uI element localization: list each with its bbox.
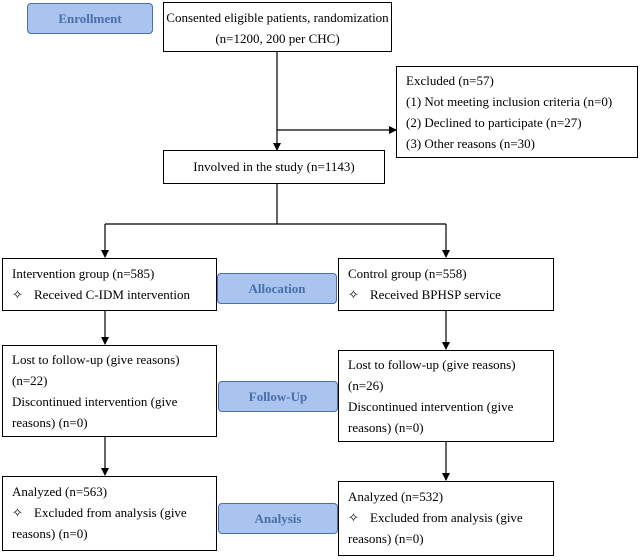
stage-label-follow-up: Follow-Up [218,381,338,412]
stage-label-allocation: Allocation [217,273,337,304]
excluded-box: Excluded (n=57) (1) Not meeting inclusio… [396,66,638,158]
intervention-analyzed-title: Analyzed (n=563) [12,484,108,499]
intervention-analysis-text-1: Excluded from analysis (give [34,505,187,520]
followup-line: Lost to follow-up (give reasons) [348,357,516,372]
followup-line: (n=26) [348,378,384,393]
stage-label-analysis: Analysis [218,503,338,534]
control-analysis-text-2: reasons) (n=0) [348,531,424,546]
excluded-reason: (2) Declined to participate (n=27) [406,115,582,130]
followup-line: Discontinued intervention (give [12,394,178,409]
control-analysis-box: Analyzed (n=532) ✧ Excluded from analysis… [338,481,554,556]
intervention-followup-box: Lost to follow-up (give reasons) (n=22) … [2,345,217,437]
diamond-bullet-icon: ✧ [348,510,359,525]
followup-line: (n=22) [12,373,48,388]
enrollment-line-1: Consented eligible patients, randomizati… [166,10,389,25]
involved-text: Involved in the study (n=1143) [193,159,355,174]
followup-line: Discontinued intervention (give [348,399,514,414]
involved-box: Involved in the study (n=1143) [163,150,385,184]
control-allocation-box: Control group (n=558) ✧ Received BPHSP se… [338,258,554,311]
control-group-title: Control group (n=558) [348,266,467,281]
diamond-bullet-icon: ✧ [12,287,23,302]
followup-line: reasons) (n=0) [348,420,424,435]
intervention-analysis-item: ✧ Excluded from analysis (give [12,502,216,523]
intervention-analysis-box: Analyzed (n=563) ✧ Excluded from analysis… [2,476,217,551]
followup-line: Lost to follow-up (give reasons) [12,352,180,367]
enrollment-box: Consented eligible patients, randomizati… [163,2,392,52]
intervention-allocation-item: ✧ Received C-IDM intervention [12,284,216,305]
intervention-allocation-box: Intervention group (n=585) ✧ Received C-I… [2,258,217,311]
intervention-allocation-text: Received C-IDM intervention [34,287,190,302]
control-analysis-text-1: Excluded from analysis (give [370,510,523,525]
control-followup-box: Lost to follow-up (give reasons) (n=26) … [338,350,554,442]
excluded-title: Excluded (n=57) [406,73,494,88]
control-analyzed-title: Analyzed (n=532) [348,489,444,504]
control-allocation-text: Received BPHSP service [370,287,501,302]
diamond-bullet-icon: ✧ [12,505,23,520]
excluded-reason: (3) Other reasons (n=30) [406,136,535,151]
followup-line: reasons) (n=0) [12,415,88,430]
intervention-analysis-text-2: reasons) (n=0) [12,526,88,541]
intervention-group-title: Intervention group (n=585) [12,266,155,281]
stage-label-enrollment: Enrollment [27,3,153,34]
excluded-reason: (1) Not meeting inclusion criteria (n=0) [406,94,613,109]
enrollment-line-2: (n=1200, 200 per CHC) [215,31,340,46]
control-analysis-item: ✧ Excluded from analysis (give [348,507,553,528]
diamond-bullet-icon: ✧ [348,287,359,302]
control-allocation-item: ✧ Received BPHSP service [348,284,553,305]
